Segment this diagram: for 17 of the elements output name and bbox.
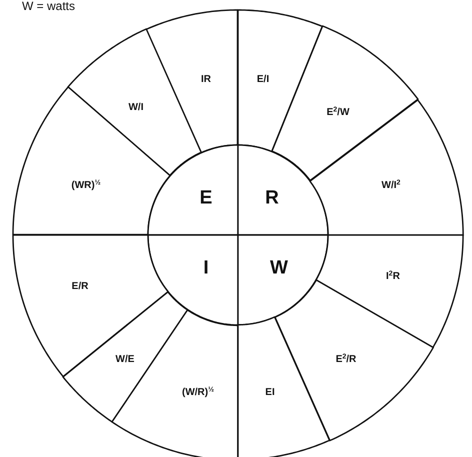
symbol-text: I (203, 258, 209, 278)
symbol-text: R (265, 188, 279, 208)
note-text: W = watts (22, 0, 76, 13)
formula-text: W/I$^{2}$ (382, 180, 400, 191)
formula-text: E/I (256, 75, 270, 85)
formula-text: (W/R)$^{½}$ (182, 388, 214, 398)
formula-text: (WR)$^{½}$ (71, 180, 101, 191)
formula-text: IR (200, 75, 211, 85)
symbol-text: W (270, 258, 288, 278)
formula-text: EI (265, 388, 275, 398)
formula-text: W/E (116, 354, 134, 365)
formula-text: E/R (72, 282, 88, 292)
symbol-text: E (200, 188, 212, 208)
formula-text: I$^{2}$R (386, 272, 400, 282)
formula-text: W/I (128, 102, 144, 113)
formula-text: E$^{2}$/R (336, 355, 356, 365)
formula-text: E$^{2}$/W (326, 108, 350, 118)
